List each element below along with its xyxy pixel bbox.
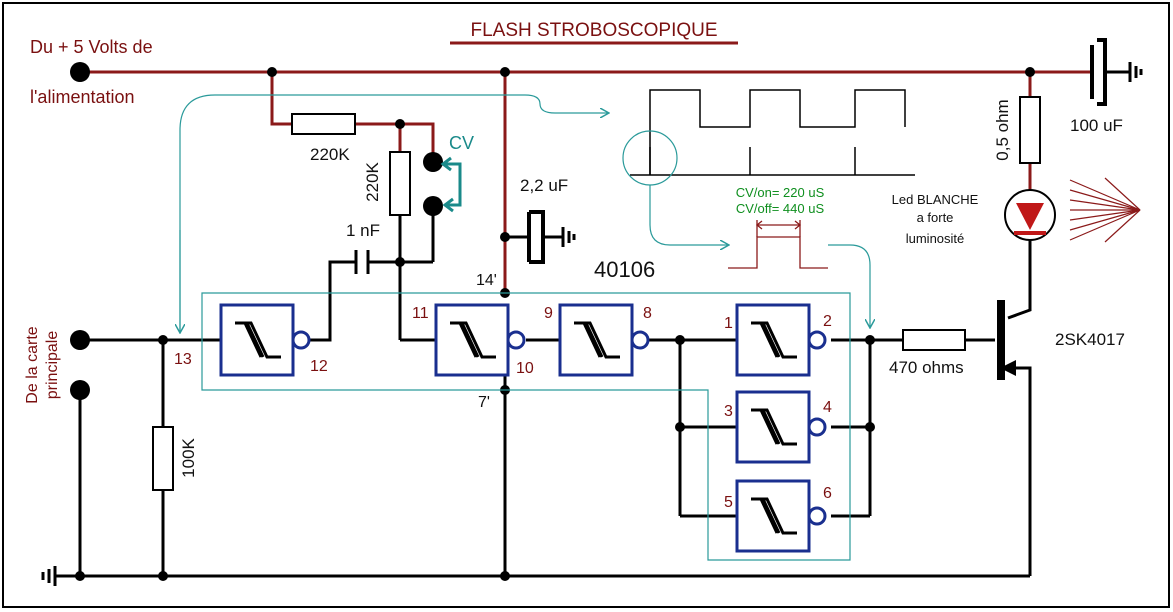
ground-symbol [41, 566, 57, 586]
resistor-0-5-ohm [1019, 96, 1041, 164]
resistor-100k [152, 426, 174, 491]
capacitor-2-2uf [527, 210, 576, 264]
label-r-led: 0,5 ohm [993, 99, 1012, 160]
schmitt-gates [219, 303, 827, 553]
supply-label-line2: l'alimentation [30, 87, 135, 107]
mosfet-icon [997, 300, 1030, 380]
page-title: FLASH STROBOSCOPIQUE [470, 20, 717, 41]
ic-40106-outline [201, 292, 851, 561]
supply-terminal [70, 62, 90, 82]
pin-3: 3 [724, 403, 733, 420]
label-c-decouple: 2,2 uF [520, 176, 568, 195]
pin-1: 1 [724, 315, 733, 332]
pin-4: 4 [823, 399, 832, 416]
input-terminal-ground [70, 380, 90, 400]
input-label-line1: De la carte [24, 326, 41, 403]
pin-11: 11 [412, 305, 429, 322]
junction-dots [75, 67, 1035, 581]
waveform-square [630, 89, 915, 176]
gate-13-12 [219, 303, 311, 377]
capacitor-100uf [1090, 38, 1143, 106]
led-icon [1004, 189, 1056, 241]
label-r-pulldown: 100K [179, 437, 198, 477]
label-led-line2: a forte [917, 210, 954, 225]
label-transistor: 2SK4017 [1055, 330, 1125, 349]
gate-9-8 [558, 303, 650, 377]
cv-switch-icon [440, 156, 462, 213]
gate-11-10 [434, 303, 526, 377]
input-terminal-signal [70, 330, 90, 350]
gate-1-2 [735, 303, 827, 377]
label-r1: 220K [310, 145, 350, 164]
waveform-pulse [728, 220, 828, 269]
resistor-470-ohms [902, 329, 966, 351]
label-r2: 220K [363, 161, 382, 201]
label-ic: 40106 [594, 257, 655, 282]
cv-terminal-top [423, 152, 443, 172]
resistor-220k-vertical [389, 151, 411, 216]
pin-8: 8 [643, 305, 652, 322]
supply-wires [80, 70, 1092, 293]
pin-14: 14' [476, 272, 497, 289]
light-rays-icon [1069, 177, 1141, 243]
guide-arrows [180, 94, 870, 332]
pin-5: 5 [724, 494, 733, 511]
cv-terminal-bottom [423, 196, 443, 216]
gate-5-6 [735, 479, 827, 553]
pin-9: 9 [544, 305, 553, 322]
label-c-timing: 1 nF [346, 221, 380, 240]
pin-6: 6 [823, 485, 832, 502]
pin-12: 12 [310, 358, 328, 375]
label-r-gate: 470 ohms [889, 358, 964, 377]
pin-2: 2 [823, 313, 832, 330]
pin-7: 7' [478, 394, 490, 411]
resistor-220k-horizontal [291, 113, 356, 135]
pin-13: 13 [174, 351, 192, 368]
label-led-line1: Led BLANCHE [892, 192, 979, 207]
label-timing-on: CV/on= 220 uS [736, 185, 825, 200]
supply-label-line1: Du + 5 Volts de [30, 37, 153, 57]
label-led-line3: luminosité [906, 231, 965, 246]
label-cv: CV [449, 133, 474, 153]
label-timing-off: CV/off= 440 uS [736, 201, 825, 216]
gate-3-4 [735, 390, 827, 464]
capacitor-1nf [354, 250, 370, 274]
label-c-bulk: 100 uF [1070, 116, 1123, 135]
input-label-line2: principale [44, 331, 61, 400]
pin-10: 10 [516, 360, 534, 377]
